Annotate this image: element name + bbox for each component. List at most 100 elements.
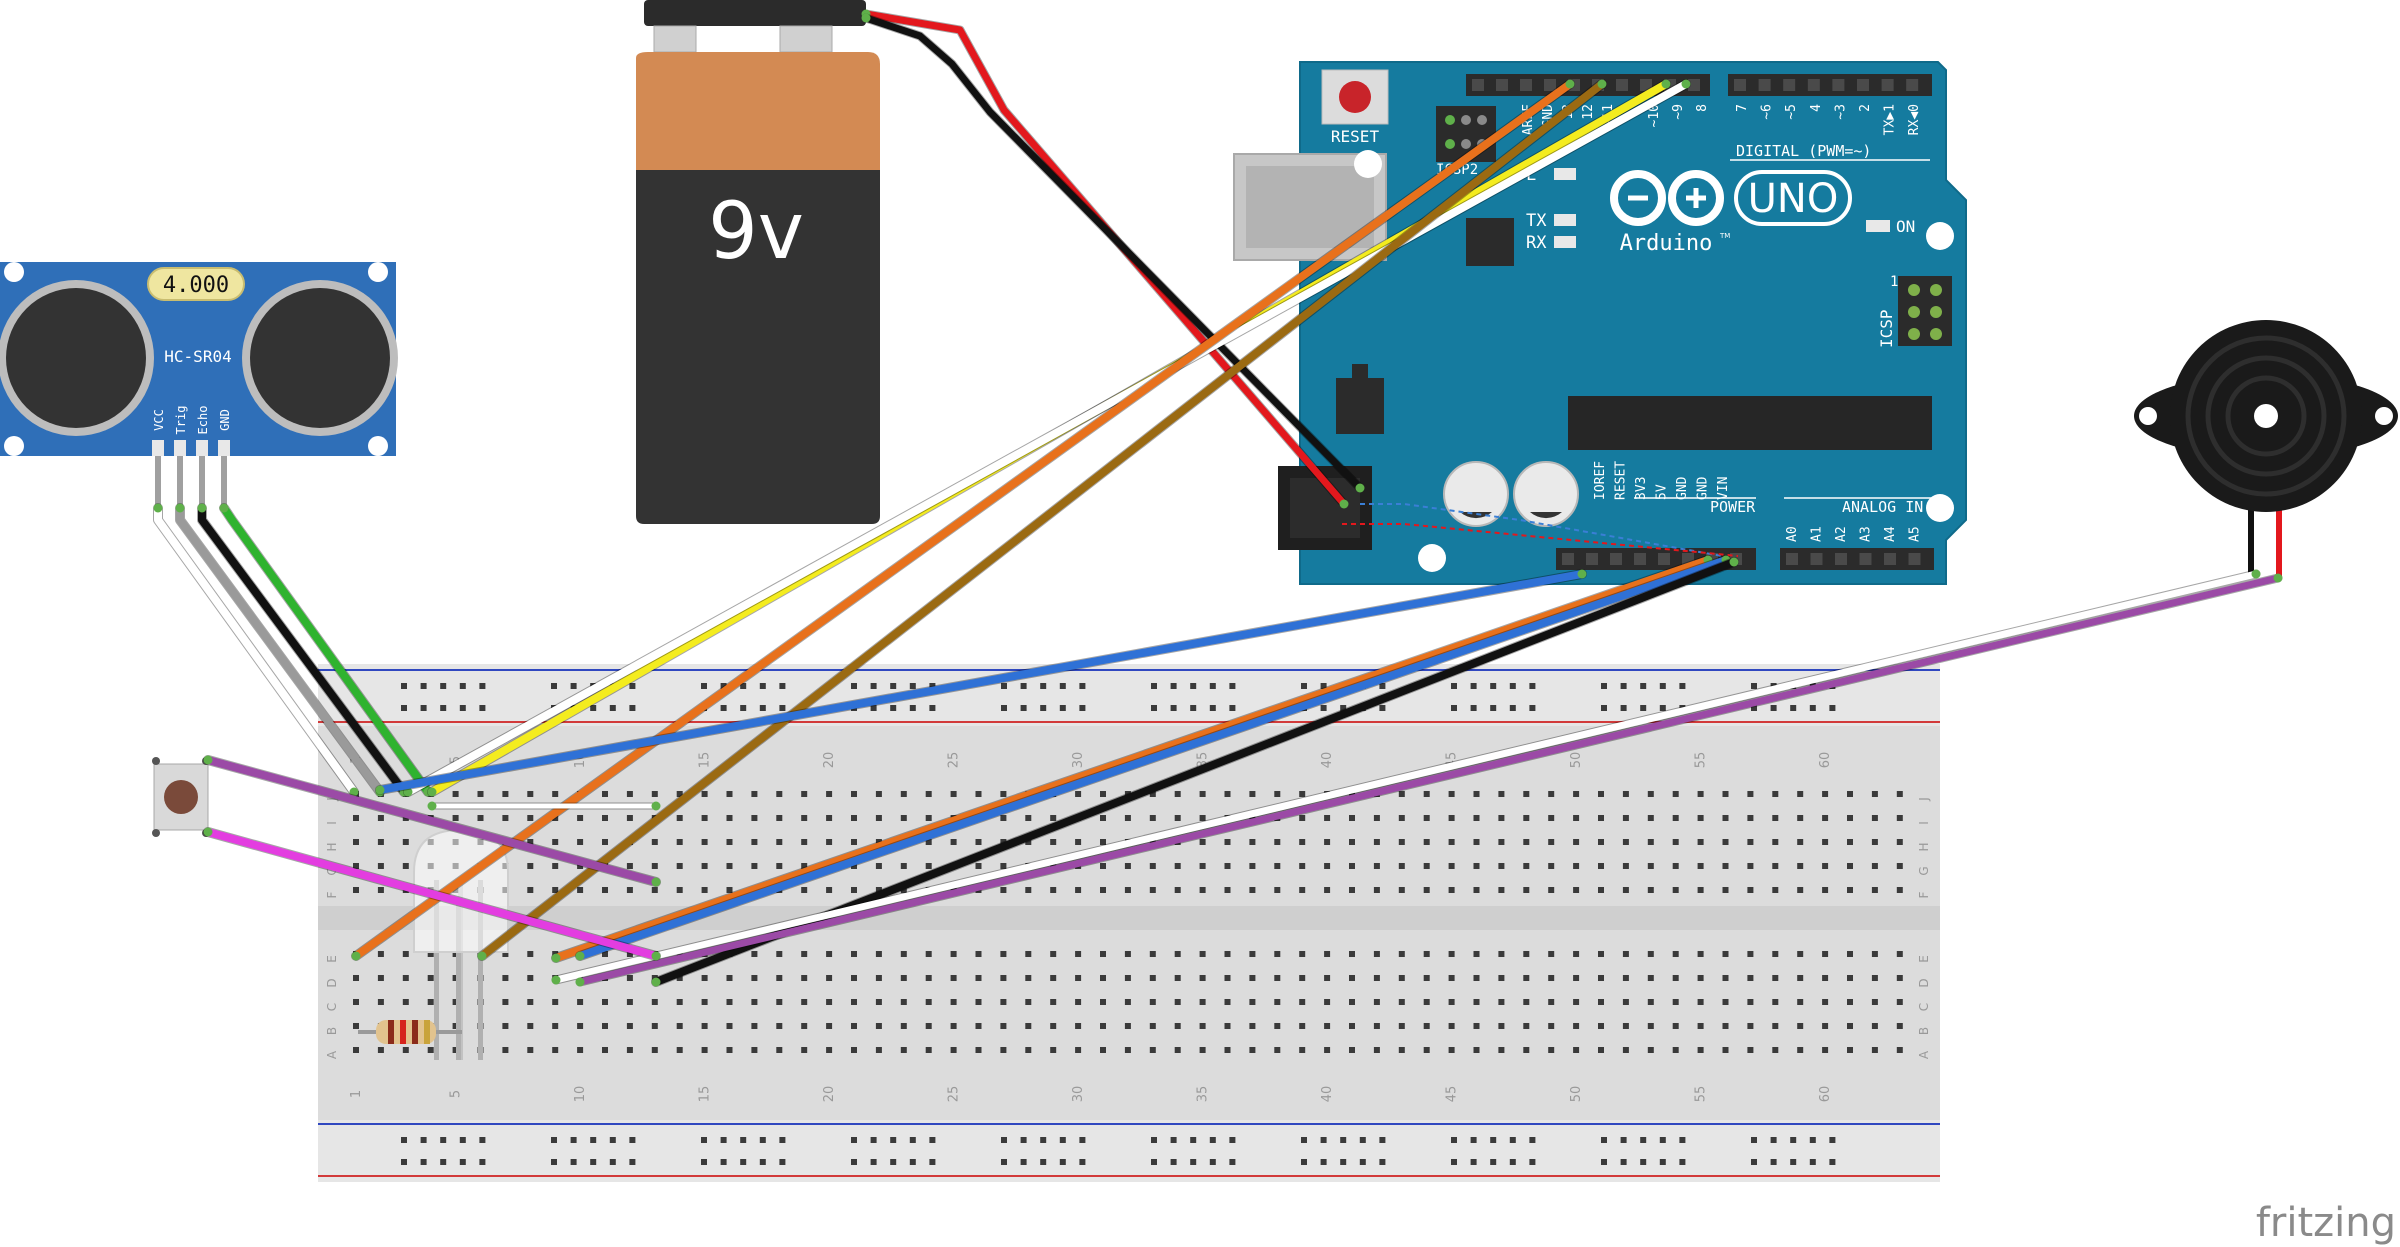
breadboard-hole[interactable] xyxy=(1747,791,1754,797)
rail-hole[interactable] xyxy=(1320,1159,1327,1165)
rail-hole[interactable] xyxy=(590,1137,597,1143)
breadboard-hole[interactable] xyxy=(1174,863,1181,869)
rail-hole[interactable] xyxy=(720,1137,727,1143)
breadboard-hole[interactable] xyxy=(1772,975,1779,981)
rail-hole[interactable] xyxy=(1770,1137,1777,1143)
rail-hole[interactable] xyxy=(1020,1137,1027,1143)
breadboard-hole[interactable] xyxy=(1747,1047,1754,1053)
breadboard-hole[interactable] xyxy=(1299,999,1306,1005)
breadboard-hole[interactable] xyxy=(1075,975,1082,981)
breadboard-hole[interactable] xyxy=(1124,1047,1131,1053)
breadboard-hole[interactable] xyxy=(1398,1047,1405,1053)
breadboard-hole[interactable] xyxy=(1722,815,1729,821)
breadboard-hole[interactable] xyxy=(1423,863,1430,869)
breadboard-hole[interactable] xyxy=(751,1023,758,1029)
breadboard-hole[interactable] xyxy=(1473,887,1480,893)
rail-hole[interactable] xyxy=(1040,1137,1047,1143)
rail-hole[interactable] xyxy=(1470,705,1477,711)
breadboard-hole[interactable] xyxy=(1797,975,1804,981)
breadboard-hole[interactable] xyxy=(1423,1047,1430,1053)
breadboard-hole[interactable] xyxy=(701,815,708,821)
breadboard-hole[interactable] xyxy=(1871,815,1878,821)
breadboard-hole[interactable] xyxy=(1000,1047,1007,1053)
rail-hole[interactable] xyxy=(929,683,936,689)
breadboard-hole[interactable] xyxy=(602,1047,608,1053)
breadboard-hole[interactable] xyxy=(1199,887,1206,893)
breadboard-hole[interactable] xyxy=(1224,863,1231,869)
breadboard-hole[interactable] xyxy=(1025,815,1032,821)
breadboard-hole[interactable] xyxy=(1473,815,1480,821)
rail-hole[interactable] xyxy=(1229,1159,1236,1165)
breadboard-hole[interactable] xyxy=(1896,863,1903,869)
breadboard-hole[interactable] xyxy=(776,951,783,957)
breadboard-hole[interactable] xyxy=(1349,1023,1355,1029)
rail-hole[interactable] xyxy=(479,1159,486,1165)
breadboard-hole[interactable] xyxy=(1299,839,1306,845)
breadboard-hole[interactable] xyxy=(900,863,907,869)
breadboard-hole[interactable] xyxy=(1149,863,1156,869)
rail-hole[interactable] xyxy=(1059,683,1066,689)
breadboard-hole[interactable] xyxy=(1797,791,1804,797)
breadboard-hole[interactable] xyxy=(1573,975,1580,981)
breadboard-hole[interactable] xyxy=(1224,791,1231,797)
breadboard-hole[interactable] xyxy=(552,863,559,869)
breadboard-hole[interactable] xyxy=(1772,887,1779,893)
rail-hole[interactable] xyxy=(440,1137,447,1143)
breadboard-hole[interactable] xyxy=(726,975,733,981)
breadboard-hole[interactable] xyxy=(1000,887,1007,893)
header-pin[interactable] xyxy=(1520,79,1532,91)
breadboard-hole[interactable] xyxy=(1299,863,1306,869)
breadboard-hole[interactable] xyxy=(626,951,633,957)
breadboard-hole[interactable] xyxy=(602,999,608,1005)
rail-hole[interactable] xyxy=(1529,683,1536,689)
breadboard-hole[interactable] xyxy=(826,791,833,797)
breadboard-hole[interactable] xyxy=(1573,791,1580,797)
rail-hole[interactable] xyxy=(1451,705,1457,711)
breadboard-hole[interactable] xyxy=(1598,791,1604,797)
breadboard-hole[interactable] xyxy=(1747,1023,1754,1029)
breadboard-hole[interactable] xyxy=(651,1047,658,1053)
breadboard-hole[interactable] xyxy=(1199,1023,1206,1029)
breadboard-hole[interactable] xyxy=(1274,863,1281,869)
breadboard-hole[interactable] xyxy=(1573,951,1580,957)
breadboard-hole[interactable] xyxy=(577,863,584,869)
breadboard-hole[interactable] xyxy=(452,951,459,957)
breadboard-hole[interactable] xyxy=(1398,791,1405,797)
breadboard-hole[interactable] xyxy=(1249,951,1256,957)
breadboard-hole[interactable] xyxy=(1398,1023,1405,1029)
breadboard-hole[interactable] xyxy=(1423,839,1430,845)
breadboard-hole[interactable] xyxy=(875,951,882,957)
breadboard-hole[interactable] xyxy=(1000,863,1007,869)
breadboard-hole[interactable] xyxy=(1896,951,1903,957)
rail-hole[interactable] xyxy=(440,683,447,689)
breadboard-hole[interactable] xyxy=(1025,975,1032,981)
breadboard-hole[interactable] xyxy=(875,999,882,1005)
breadboard-hole[interactable] xyxy=(751,815,758,821)
breadboard-hole[interactable] xyxy=(776,815,783,821)
breadboard-hole[interactable] xyxy=(1075,1023,1082,1029)
rail-hole[interactable] xyxy=(1509,1137,1516,1143)
rail-hole[interactable] xyxy=(929,1137,936,1143)
breadboard-hole[interactable] xyxy=(1373,815,1380,821)
breadboard-hole[interactable] xyxy=(1548,975,1555,981)
rail-hole[interactable] xyxy=(1209,683,1216,689)
breadboard-hole[interactable] xyxy=(1772,1023,1779,1029)
rail-hole[interactable] xyxy=(1490,1137,1497,1143)
rail-hole[interactable] xyxy=(479,683,486,689)
breadboard-hole[interactable] xyxy=(1249,1023,1256,1029)
breadboard-hole[interactable] xyxy=(626,887,633,893)
breadboard-hole[interactable] xyxy=(502,999,509,1005)
rail-hole[interactable] xyxy=(1301,1137,1307,1143)
breadboard-hole[interactable] xyxy=(1822,1023,1829,1029)
breadboard-hole[interactable] xyxy=(1100,791,1106,797)
breadboard-hole[interactable] xyxy=(1373,951,1380,957)
breadboard-hole[interactable] xyxy=(776,791,783,797)
rail-hole[interactable] xyxy=(1059,1137,1066,1143)
breadboard-hole[interactable] xyxy=(1448,887,1455,893)
breadboard-hole[interactable] xyxy=(1000,1023,1007,1029)
breadboard-hole[interactable] xyxy=(1075,839,1082,845)
breadboard-hole[interactable] xyxy=(1797,887,1804,893)
breadboard-hole[interactable] xyxy=(776,975,783,981)
breadboard-hole[interactable] xyxy=(1847,975,1853,981)
breadboard-hole[interactable] xyxy=(427,975,434,981)
